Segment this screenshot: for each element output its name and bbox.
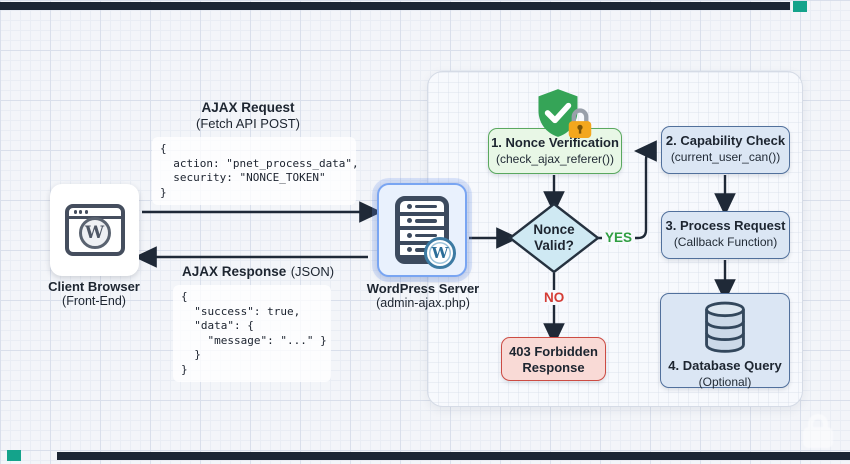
wordpress-server-card: W [377, 183, 467, 277]
decision-label: Nonce Valid? [510, 222, 598, 254]
top-teal-accent [793, 1, 807, 12]
step4-title: 4. Database Query [668, 358, 782, 373]
step2-subtitle: (current_user_can()) [670, 150, 781, 164]
decision-line1: Nonce [533, 222, 575, 237]
code-line: { [181, 290, 188, 303]
wordpress-logo-icon: W [78, 217, 111, 250]
code-line: } [181, 362, 188, 376]
browser-window-icon: W [64, 204, 125, 256]
server-title: WordPress Server [366, 281, 480, 296]
shield-check-icon [538, 89, 578, 137]
request-code-block: { action: "pnet_process_data", security:… [152, 137, 359, 205]
code-line: { [160, 142, 167, 155]
step3-title: 3. Process Request [665, 218, 786, 233]
bottom-decor-bar [57, 452, 850, 460]
client-browser-label: Client Browser (Front-End) [34, 279, 154, 309]
step2-title: 2. Capability Check [665, 133, 786, 148]
client-subtitle: (Front-End) [62, 294, 126, 308]
decision-line2: Valid? [534, 238, 574, 253]
client-browser-card: W [50, 184, 139, 276]
step3-process-request: 3. Process Request (Callback Function) [661, 211, 790, 259]
response-label: AJAX Response (JSON) [168, 264, 348, 280]
yes-label: YES [602, 230, 636, 245]
server-subtitle: (admin-ajax.php) [376, 296, 470, 310]
step4-database-query: 4. Database Query (Optional) [660, 293, 790, 389]
step1-subtitle: (check_ajax_referer()) [495, 152, 615, 166]
padlock-icon [568, 108, 592, 138]
server-rack-icon: W [395, 196, 456, 269]
step4-subtitle: (Optional) [698, 375, 752, 389]
ghost-watermark-icon [801, 414, 835, 450]
response-title: AJAX Response [181, 264, 287, 279]
code-line: } [181, 348, 201, 361]
error-403-box: 403 Forbidden Response [501, 337, 606, 381]
step3-subtitle: (Callback Function) [673, 235, 778, 249]
security-icons [527, 87, 599, 141]
code-line: "message": "..." } [181, 333, 327, 347]
code-line: "data": { [181, 319, 254, 332]
database-icon [705, 301, 745, 353]
request-subtitle: (Fetch API POST) [195, 115, 301, 131]
no-label: NO [541, 290, 568, 305]
error-line1: 403 Forbidden [509, 344, 598, 359]
bottom-teal-accent [7, 450, 21, 461]
response-code-block: { "success": true, "data": { "message": … [173, 285, 331, 382]
step2-capability-check: 2. Capability Check (current_user_can()) [661, 126, 790, 174]
request-label: AJAX Request (Fetch API POST) [158, 100, 338, 131]
code-line: security: "NONCE_TOKEN" [160, 171, 326, 184]
request-title: AJAX Request [201, 100, 295, 115]
wordpress-server-label: WordPress Server (admin-ajax.php) [362, 281, 484, 311]
response-subtitle: (JSON) [290, 264, 335, 279]
code-line: action: "pnet_process_data", [160, 156, 359, 170]
top-decor-bar [0, 2, 790, 10]
code-line: "success": true, [181, 304, 301, 318]
code-line: } [160, 185, 167, 199]
wordpress-badge-icon: W [424, 237, 456, 269]
step1-title: 1. Nonce Verification [491, 135, 619, 150]
client-title: Client Browser [48, 279, 140, 294]
error-line2: Response [522, 360, 585, 375]
